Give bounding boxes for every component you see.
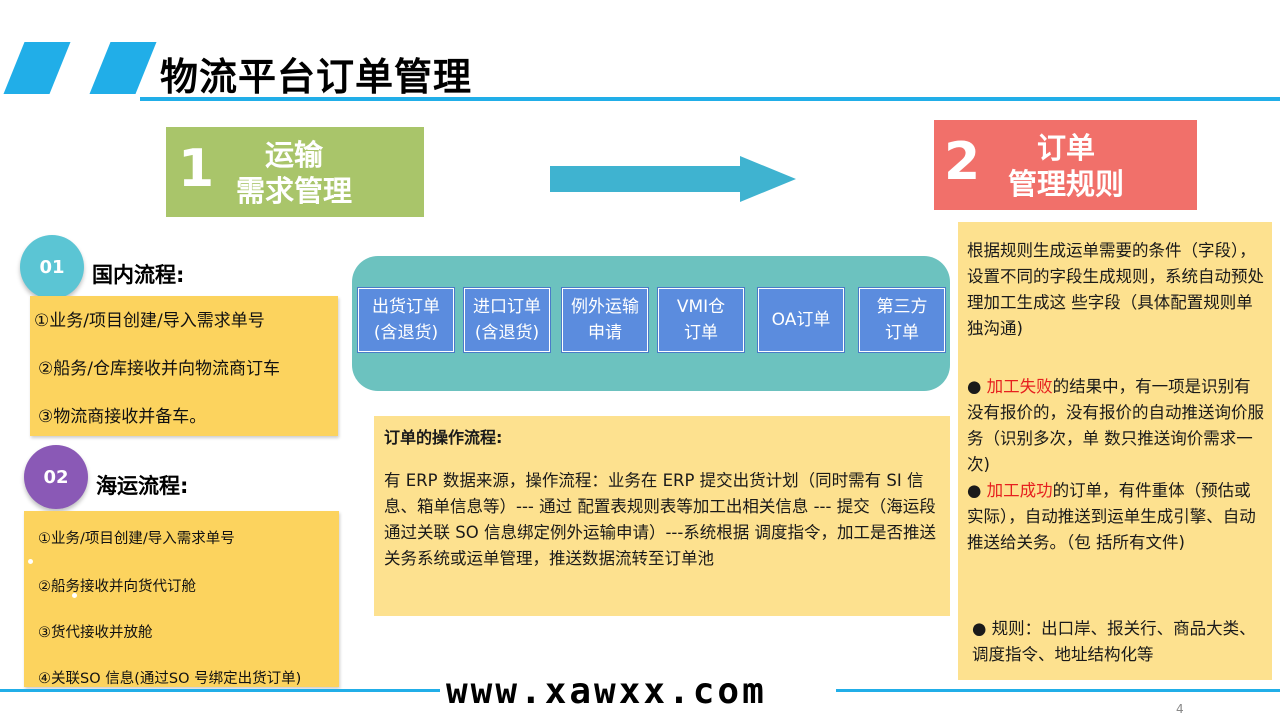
- order-type-sublabel: 订单: [684, 323, 718, 343]
- order-process-box: 订单的操作流程: 有 ERP 数据来源，操作流程：业务在 ERP 提交出货计划（…: [374, 416, 950, 616]
- page-number: 4: [1176, 702, 1184, 716]
- order-type-exception[interactable]: 例外运输申请: [561, 287, 649, 353]
- box2-number: 2: [944, 132, 981, 192]
- order-type-label: 出货订单: [372, 297, 440, 317]
- watermark-text: www.xawxx.com: [446, 671, 767, 712]
- domestic-heading: 国内流程:: [92, 263, 185, 287]
- rules-intro: 根据规则生成运单需要的条件（字段），设置不同的字段生成规则，系统自动预处理加工生…: [967, 241, 1264, 338]
- footer-line-left: [0, 689, 440, 692]
- success-label: 加工成功: [986, 481, 1053, 500]
- order-type-sublabel: (含退货): [373, 323, 439, 343]
- flow-arrow-icon: [550, 156, 796, 202]
- order-type-sublabel: (含退货): [474, 323, 540, 343]
- decorative-dot: [72, 593, 77, 598]
- page-title: 物流平台订单管理: [160, 55, 473, 99]
- box1-line1: 运输: [264, 138, 323, 172]
- order-type-sublabel: 申请: [588, 323, 622, 343]
- process-body: 有 ERP 数据来源，操作流程：业务在 ERP 提交出货计划（同时需有 SI 信…: [384, 471, 937, 568]
- shipping-steps-box: ①业务/项目创建/导入需求单号 ②船务接收并向货代订舱 ③货代接收并放舱 ④关联…: [24, 511, 339, 687]
- shipping-step-3: ③货代接收并放舱: [38, 625, 153, 641]
- process-title: 订单的操作流程:: [384, 428, 503, 447]
- rules-success: ● 加工成功的订单，有件重体（预估或实际），自动推送到运单生成引擎、自动推送给关…: [967, 478, 1267, 556]
- shipping-step-2: ②船务接收并向货代订舱: [38, 579, 196, 595]
- order-type-third-party[interactable]: 第三方订单: [858, 287, 946, 353]
- domestic-step-3: ③物流商接收并备车。: [38, 407, 207, 427]
- box1-line2: 需求管理: [235, 174, 352, 208]
- shipping-badge: 02: [24, 445, 88, 509]
- order-type-oa[interactable]: OA订单: [757, 287, 845, 353]
- domestic-step-1: ①业务/项目创建/导入需求单号: [34, 311, 265, 331]
- shipping-heading: 海运流程:: [96, 474, 189, 498]
- transport-demand-box: 1 运输 需求管理: [166, 127, 424, 217]
- bullet-icon: ●: [967, 377, 982, 396]
- domestic-steps-box: ①业务/项目创建/导入需求单号 ②船务/仓库接收并向物流商订车 ③物流商接收并备…: [30, 296, 338, 436]
- rules-box: 根据规则生成运单需要的条件（字段），设置不同的字段生成规则，系统自动预处理加工生…: [958, 222, 1272, 680]
- order-type-label: OA订单: [771, 310, 831, 330]
- order-type-label: 例外运输: [571, 297, 639, 317]
- footer-line-right: [836, 689, 1280, 692]
- order-type-sublabel: 订单: [885, 323, 919, 343]
- bullet-icon: ●: [967, 481, 982, 500]
- box2-line1: 订单: [1036, 131, 1095, 165]
- rules-list: ● 规则：出口岸、报关行、商品大类、调度指令、地址结构化等: [972, 619, 1256, 664]
- fail-label: 加工失败: [986, 377, 1053, 396]
- box1-number: 1: [178, 139, 215, 199]
- fail-text: 的结果中，有一项是识别有没有报价的，没有报价的自动推送询价服务（识别多次，单 数…: [967, 377, 1264, 474]
- decorative-dot: [28, 559, 33, 564]
- success-text: 的订单，有件重体（预估或实际），自动推送到运单生成引擎、自动推送给关务。（包 括…: [967, 481, 1256, 552]
- shipping-step-4: ④关联SO 信息(通过SO 号绑定出货订单): [38, 671, 302, 687]
- order-type-label: VMI仓: [676, 297, 726, 317]
- order-type-outbound[interactable]: 出货订单 (含退货): [357, 287, 455, 353]
- order-type-vmi[interactable]: VMI仓订单: [657, 287, 745, 353]
- shipping-step-1: ①业务/项目创建/导入需求单号: [38, 531, 235, 547]
- header-stripe-1: [3, 42, 71, 94]
- header-divider: [140, 97, 1280, 101]
- order-type-import[interactable]: 进口订单 (含退货): [463, 287, 551, 353]
- order-type-label: 第三方: [876, 297, 928, 317]
- order-type-label: 进口订单: [473, 297, 541, 317]
- domestic-badge: 01: [20, 235, 84, 299]
- order-rules-box: 2 订单 管理规则: [934, 120, 1197, 210]
- header-stripe-2: [89, 42, 157, 94]
- rules-fail: ● 加工失败的结果中，有一项是识别有没有报价的，没有报价的自动推送询价服务（识别…: [967, 374, 1267, 478]
- domestic-step-2: ②船务/仓库接收并向物流商订车: [38, 359, 280, 379]
- box2-line2: 管理规则: [1007, 167, 1124, 201]
